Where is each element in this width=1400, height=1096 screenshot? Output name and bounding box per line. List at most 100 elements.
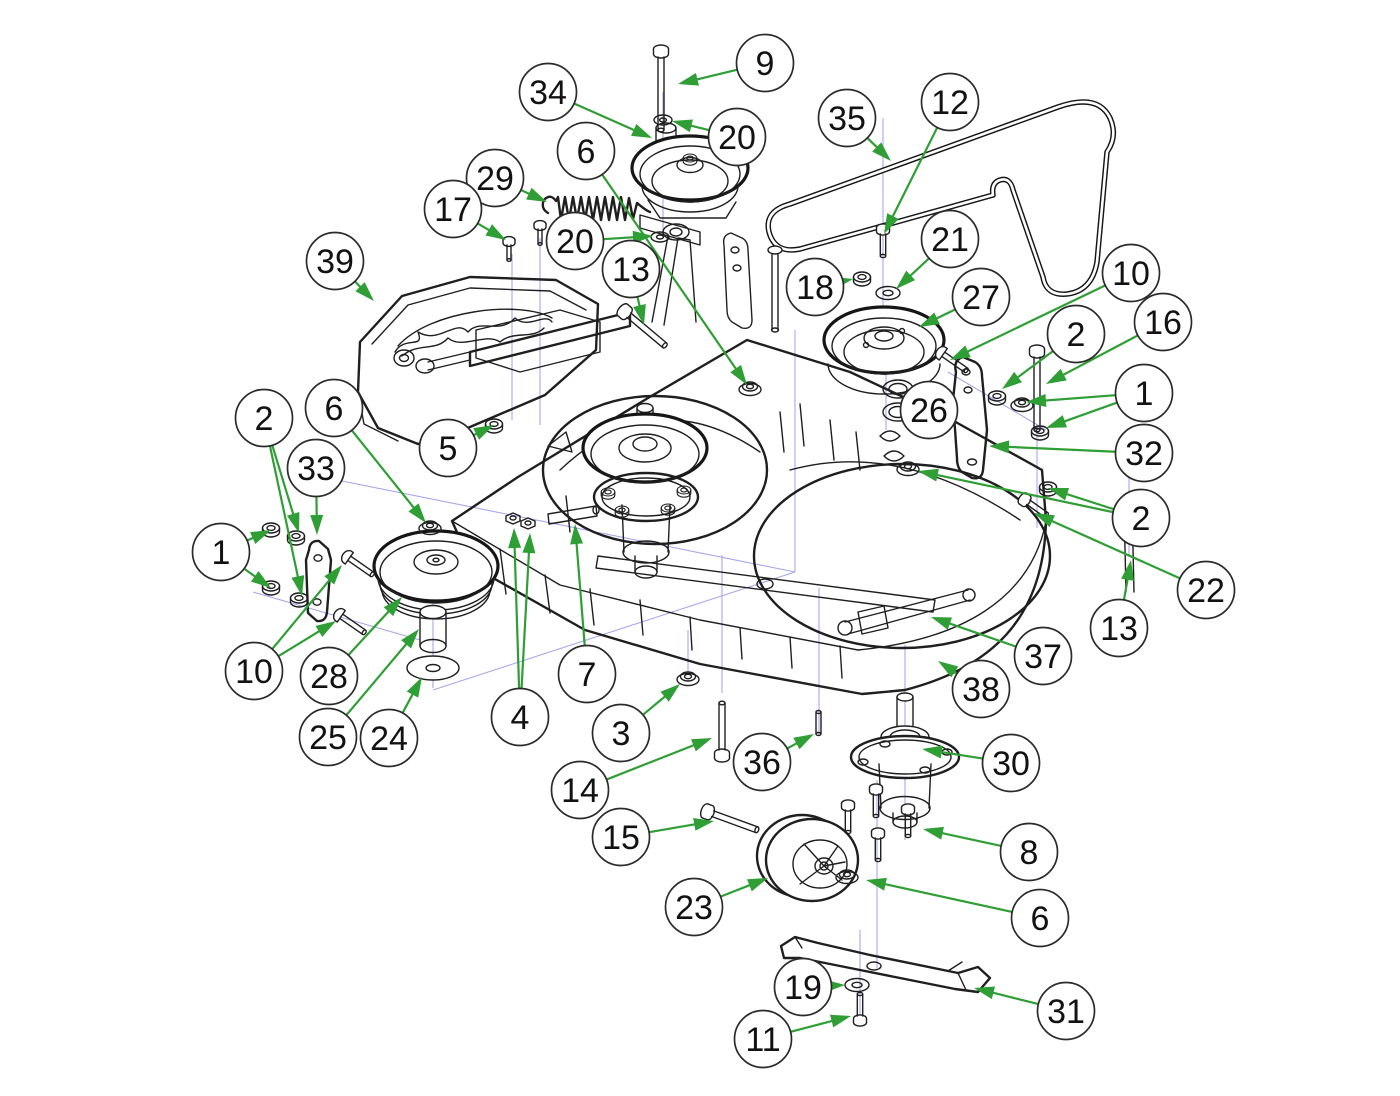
- flange-nut-3: [676, 671, 700, 687]
- deck-shell: [450, 338, 1052, 696]
- callout-balloon: [1133, 292, 1193, 352]
- callout-25: 25: [298, 629, 419, 767]
- center-spindle-assembly: [581, 402, 709, 579]
- arrowhead-icon: [747, 878, 768, 892]
- arrowhead-icon: [310, 514, 324, 535]
- idler-arm-top: [722, 232, 783, 333]
- leader-line: [689, 124, 710, 132]
- callout-number: 22: [1187, 572, 1225, 610]
- callout-12: 12: [884, 72, 980, 234]
- leader-line: [1122, 577, 1129, 601]
- leader-line: [935, 473, 1114, 514]
- callout-number: 6: [325, 390, 344, 428]
- callout-number: 13: [1100, 610, 1138, 648]
- arrowhead-icon: [315, 621, 336, 637]
- callout-13: 13: [601, 239, 661, 325]
- callout-number: 16: [1144, 304, 1182, 342]
- callout-6: 6: [304, 378, 426, 523]
- arrowhead-icon: [1046, 415, 1068, 428]
- leader-line: [520, 550, 531, 689]
- callout-balloon: [1176, 560, 1236, 620]
- leader-line: [573, 102, 636, 132]
- callout-number: 1: [1135, 375, 1154, 413]
- front-support-frame: [393, 223, 697, 374]
- callout-balloon: [1089, 598, 1149, 658]
- leader-line: [606, 743, 696, 781]
- nut-1-right-b: [1030, 425, 1050, 441]
- leader-line: [940, 831, 1002, 848]
- callout-36: 36: [732, 732, 814, 792]
- callout-10: 10: [224, 565, 342, 701]
- callout-37: 37: [931, 617, 1073, 686]
- leader-line: [268, 445, 300, 579]
- callout-balloon: [550, 760, 610, 820]
- arrowhead-icon: [408, 503, 426, 523]
- callout-15: 15: [591, 807, 714, 867]
- leader-line: [271, 578, 332, 650]
- callout-balloon: [224, 641, 284, 701]
- leader-line: [908, 257, 930, 278]
- callout-number: 17: [434, 191, 472, 229]
- callout-number: 34: [529, 74, 567, 112]
- callout-balloon: [735, 33, 795, 93]
- callout-balloon: [591, 703, 651, 763]
- callout-number: 14: [561, 772, 599, 810]
- leader-line: [1049, 519, 1181, 580]
- arrowhead-icon: [678, 72, 699, 86]
- callout-number: 38: [962, 671, 1000, 709]
- callout-11: 11: [733, 1009, 851, 1069]
- callout-balloon: [518, 62, 578, 122]
- arrowhead-icon: [1002, 371, 1022, 389]
- callout-2: 2: [918, 468, 1171, 548]
- arrowhead-icon: [830, 1014, 851, 1028]
- callout-14: 14: [550, 738, 712, 820]
- arrowhead-icon: [250, 530, 271, 545]
- arrowhead-icon: [989, 440, 1010, 454]
- callout-35: 35: [817, 88, 891, 161]
- leader-line: [1064, 492, 1115, 511]
- callout-5: 5: [418, 418, 494, 478]
- leader-line: [513, 545, 521, 689]
- leader-line: [1006, 445, 1116, 453]
- callout-number: 35: [828, 100, 866, 138]
- arrowhead-icon: [931, 617, 953, 630]
- callout-16: 16: [1046, 292, 1193, 384]
- idler-arm-right: [951, 355, 989, 480]
- leader-line: [1043, 394, 1116, 402]
- callout-number: 27: [962, 279, 1000, 317]
- callout-number: 8: [1020, 834, 1039, 872]
- leader-line: [350, 429, 416, 510]
- callout-32: 32: [989, 423, 1174, 483]
- callout-balloon: [899, 380, 959, 440]
- callout-balloon: [733, 1009, 793, 1069]
- callout-number: 37: [1024, 638, 1062, 676]
- callout-balloon: [707, 107, 767, 167]
- nut-18: [852, 271, 872, 287]
- callout-17: 17: [423, 179, 506, 240]
- leader-line: [642, 694, 667, 716]
- callout-number: 23: [675, 889, 713, 927]
- arrowhead-icon: [324, 565, 342, 585]
- arrowhead-icon: [938, 661, 959, 678]
- arrowhead-icon: [633, 304, 646, 325]
- extension-spring: [541, 195, 652, 222]
- callout-9: 9: [678, 33, 795, 93]
- callout-balloon: [591, 807, 651, 867]
- callout-balloon: [951, 659, 1011, 719]
- leader-line: [1061, 334, 1139, 377]
- leader-line: [648, 822, 697, 834]
- callout-balloon: [299, 646, 359, 706]
- callout-balloon: [999, 822, 1059, 882]
- arrowhead-icon: [286, 511, 300, 533]
- callout-2: 2: [234, 388, 305, 596]
- callout-18: 18: [785, 257, 853, 317]
- callout-30: 30: [922, 733, 1041, 793]
- callout-1: 1: [1026, 363, 1174, 428]
- arrowhead-icon: [1034, 513, 1055, 528]
- callout-1: 1: [191, 522, 271, 588]
- callout-13: 13: [1089, 560, 1149, 658]
- arrowhead-icon: [406, 677, 422, 698]
- callout-balloon: [920, 72, 980, 132]
